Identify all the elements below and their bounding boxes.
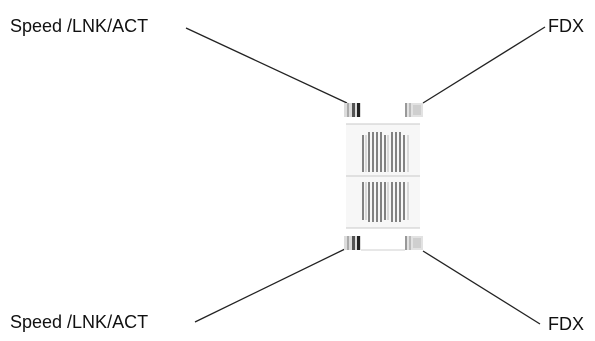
bottom-speed-led-icon: [344, 236, 361, 250]
leader-line-bottom-left: [194, 248, 346, 323]
top-right-fdx-label: FDX: [548, 16, 584, 36]
bottom-left-speed-lnk-act-label: Speed /LNK/ACT: [10, 312, 149, 332]
bottom-fdx-led-icon: [405, 236, 423, 250]
top-left-speed-lnk-act-label: Speed /LNK/ACT: [10, 16, 149, 36]
leader-line-top-left: [185, 27, 348, 104]
top-speed-led-icon: [344, 103, 361, 117]
ethernet-port-connector-icon: [346, 123, 420, 229]
leader-line-top-right: [422, 26, 546, 104]
top-fdx-led-icon: [405, 103, 423, 117]
leader-line-bottom-right: [422, 250, 541, 325]
bottom-right-fdx-label: FDX: [548, 314, 584, 334]
